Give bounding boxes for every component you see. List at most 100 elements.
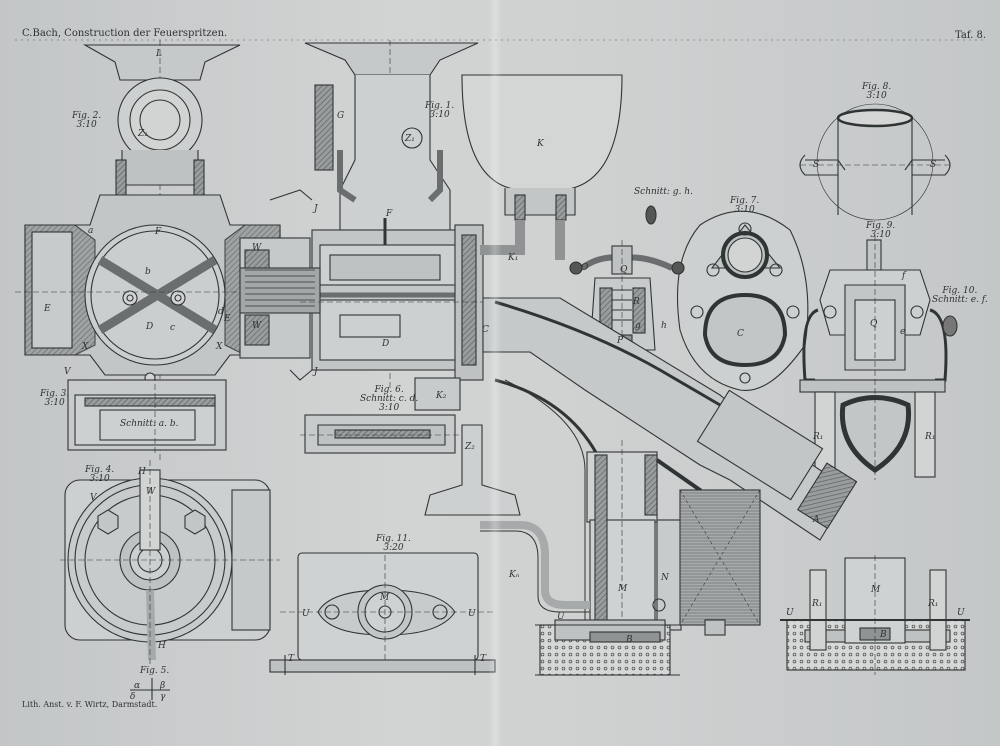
suction-pipe-kn (480, 521, 590, 613)
letter-B: B (626, 635, 633, 645)
plate-title: C.Bach, Construction der Feuerspritzen. (22, 28, 228, 39)
letter-b: b (145, 267, 151, 277)
schnitt-gh-label: Schnitt: g. h. (634, 187, 693, 197)
letter-F-fig2: F (155, 227, 162, 237)
letter-G: G (337, 111, 345, 121)
letter-c: c (170, 323, 176, 333)
lithographer-imprint: Lith. Anst. v. F. Wirtz, Darmstadt. (22, 700, 158, 709)
letter-R1-bottom-right: R₁ (928, 599, 939, 609)
letter-L: L (156, 49, 162, 59)
letter-K: K (537, 139, 544, 149)
letter-Z1-fig2: Z₁ (138, 129, 148, 139)
letter-R1-bottom-left: R₁ (812, 599, 823, 609)
letter-J-top: J (314, 204, 318, 214)
schnitt-gh-shape (645, 205, 657, 225)
fig6-label: Fig. 6.Schnitt: c. d.3:10 (360, 385, 419, 413)
letter-J-bottom: J (314, 367, 318, 377)
letter-gamma: γ (160, 692, 166, 702)
page-fold (488, 0, 502, 746)
fig7-valve-plate (676, 210, 809, 391)
bottom-right-section (780, 555, 970, 675)
letter-R: R (633, 297, 640, 307)
letter-U-right-b: U (957, 608, 965, 618)
delivery-pipe-a (482, 297, 858, 640)
letter-X-left: X (82, 342, 89, 352)
letter-M-right: M (871, 585, 881, 595)
letter-W-top: W (252, 243, 262, 253)
letter-Z1-fig1: Z₁ (405, 134, 415, 144)
letter-V: V (90, 493, 97, 503)
letter-h: h (661, 321, 667, 331)
fig10-label: Fig. 10.Schnitt: e. f. (932, 286, 988, 305)
letter-U-fig11-right: U (468, 609, 476, 619)
letter-P: P (617, 336, 624, 346)
letter-C-fig7: C (737, 329, 744, 339)
fig8-label: Fig. 8.3:10 (862, 82, 892, 101)
fig5-detail (130, 678, 170, 700)
letter-A: A (813, 515, 820, 525)
letter-e: e (900, 327, 906, 337)
letter-V-fig3: V (64, 367, 71, 377)
letter-U-fig11-left: U (302, 609, 310, 619)
fig3-section (67, 375, 227, 455)
letter-F-fig1: F (386, 209, 393, 219)
letter-T-right: T (480, 654, 487, 664)
schnitt-ab-label: Schnitt: a. b. (120, 419, 179, 429)
part-k2-block (414, 377, 461, 411)
letter-H-top: H (138, 467, 146, 477)
letter-E-left: E (44, 304, 51, 314)
fig4-label: Fig. 4.3:10 (85, 465, 115, 484)
letter-M: M (618, 584, 628, 594)
letter-K1: K₁ (508, 253, 519, 263)
letter-a: a (88, 226, 94, 236)
letter-R1-right: R₁ (925, 432, 936, 442)
fig9-valve-frame (799, 235, 948, 480)
letter-U-pump: U (557, 612, 565, 622)
letter-U-right-a: U (786, 608, 794, 618)
letter-D-fig1: D (382, 339, 390, 349)
letter-T-left: T (288, 654, 295, 664)
letter-d: d (218, 307, 224, 317)
letter-f: f (902, 271, 906, 281)
letter-B-right: B (880, 630, 887, 640)
air-vessel-k (461, 74, 623, 260)
fig8-pipe (799, 103, 951, 221)
fig4-pump-front (60, 460, 280, 665)
letter-E-right: E (224, 314, 231, 324)
fig6-section (300, 414, 460, 454)
fig5-label: Fig. 5. (140, 666, 170, 676)
fig7-label: Fig. 7.3:10 (730, 196, 760, 215)
letter-M-fig11: M (380, 593, 390, 603)
letter-g: g (635, 321, 641, 331)
letter-Z2: Z₂ (465, 442, 475, 452)
letter-W-bottom: W (252, 321, 262, 331)
fig1-pump-section (239, 40, 500, 390)
letter-O: O (581, 263, 589, 273)
fig3-label: Fig. 3.3:10 (40, 389, 70, 408)
letter-K2: K₂ (436, 391, 447, 401)
letter-W-fig4: W (146, 487, 156, 497)
letter-alpha: α (134, 681, 141, 691)
letter-C-fig1: C (482, 325, 489, 335)
letter-R1-left: R₁ (813, 432, 824, 442)
letter-Kn: Kₙ (509, 570, 520, 580)
letter-S-left: S (813, 160, 820, 170)
fig11-label: Fig. 11.3:20 (376, 534, 411, 553)
fig2-label: Fig. 2.3:10 (72, 111, 102, 130)
fig11-base-plate (269, 552, 496, 675)
fig9-label: Fig. 9.3:10 (866, 221, 896, 240)
fig10-section-shape (942, 315, 958, 337)
letter-delta: δ (130, 692, 136, 702)
letter-H-bottom: H (158, 641, 166, 651)
main-cylinder (535, 440, 761, 676)
funnel-z2 (424, 424, 521, 516)
letter-N: N (661, 573, 669, 583)
letter-D-fig2: D (146, 322, 154, 332)
letter-S-right: S (930, 160, 937, 170)
plate-number: Taf. 8. (955, 30, 987, 41)
fig1-label: Fig. 1.3:10 (425, 101, 455, 120)
letter-Q-lever: Q (620, 265, 628, 275)
letter-Q-fig9: Q (870, 319, 878, 329)
